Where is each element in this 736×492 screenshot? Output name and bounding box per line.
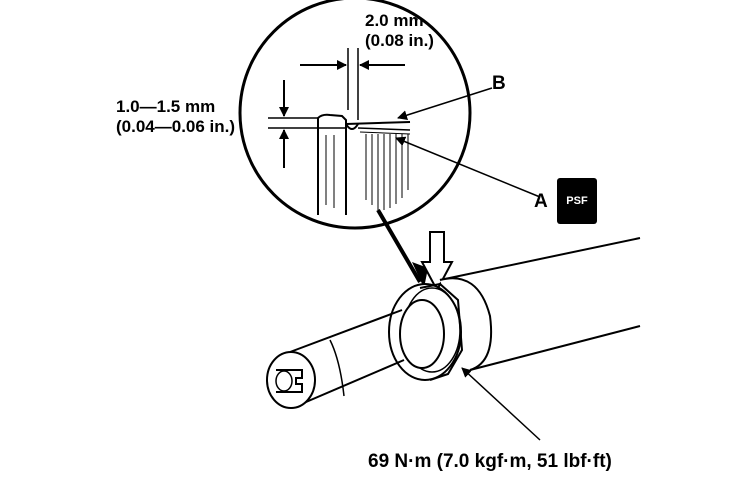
rack-end-shaft: [266, 309, 405, 409]
power-steering-fluid-icon: PSF: [557, 178, 597, 224]
callout-b: B: [492, 73, 506, 94]
gap-width-label: 2.0 mm: [365, 11, 424, 30]
torque-spec-label: 69 N·m (7.0 kgf·m, 51 lbf·ft): [368, 451, 612, 472]
psf-badge-text: PSF: [566, 195, 588, 207]
staking-arrow: [420, 231, 454, 293]
gap-width-inch-label: (0.08 in.): [365, 31, 434, 50]
detail-circle: [238, 0, 541, 230]
detail-pointer-arrow: [376, 208, 428, 288]
gap-depth-label: 1.0—1.5 mm: [116, 97, 216, 116]
steering-housing: [439, 237, 641, 371]
gap-depth-inch-label: (0.04—0.06 in.): [116, 117, 236, 136]
torque-leader: [461, 367, 541, 441]
locknut: [388, 282, 464, 381]
callout-a: A: [534, 191, 548, 212]
